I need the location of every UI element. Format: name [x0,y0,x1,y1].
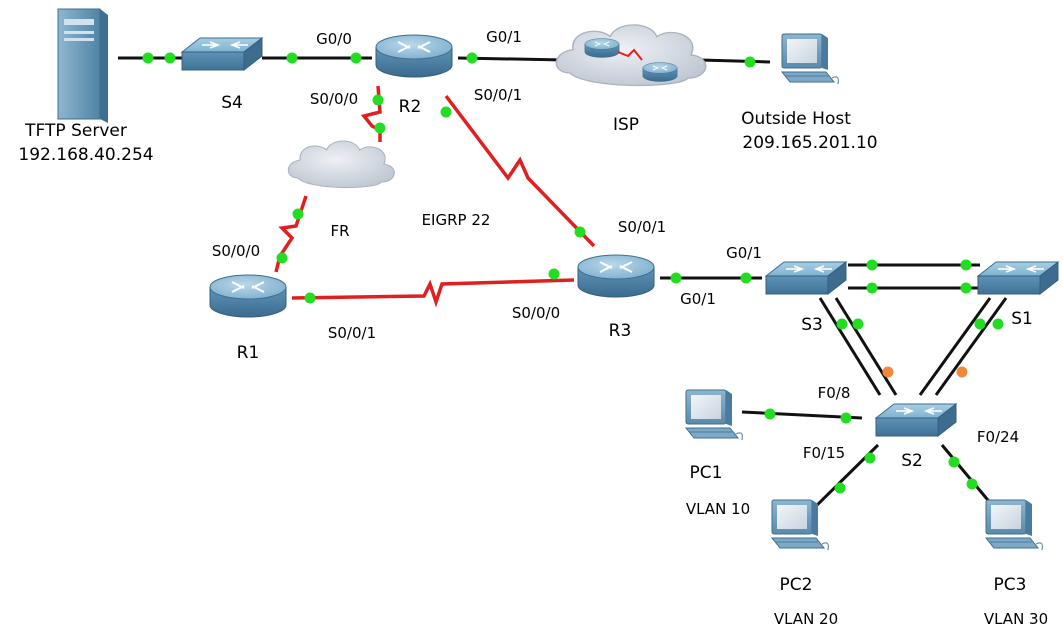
device-label-r2: R2 [399,97,422,117]
router-icon-r1[interactable] [209,274,287,318]
vlan-label-pc3: VLAN 30 [984,610,1048,628]
switch-icon-s1[interactable] [977,261,1059,295]
interface-label-r2-s0-0-0: S0/0/0 [310,90,358,108]
router-icon-r3[interactable] [577,254,655,298]
vlan-label-pc2: VLAN 20 [774,610,838,628]
device-label-pc1: PC1 [690,463,723,483]
switch-icon-s2[interactable] [875,403,957,437]
device-label-tftp-server: TFTP Server [24,121,127,141]
link-s1-s2-b [934,297,1008,396]
device-label-s3: S3 [801,315,823,335]
server-icon[interactable] [57,8,108,123]
vlan-label-pc1: VLAN 10 [686,500,750,518]
link-s3-s2-a [818,297,882,396]
link-lights [142,52,1004,494]
device-label-fr: FR [330,222,349,240]
device-label-pc2: PC2 [780,575,813,595]
ip-label-tftp-server: 192.168.40.254 [18,145,153,165]
device-label-s4: S4 [221,93,243,113]
link-s1-s2-a [918,297,992,396]
serial-link-r1-r3 [291,278,575,308]
interface-label-s2-f0-24: F0/24 [977,428,1019,446]
link-s3-s2-b [834,297,898,396]
blocked-port-lights [882,366,968,378]
interface-label-s3-g0-1: G0/1 [726,244,762,262]
interface-label-r2-g0-1: G0/1 [486,28,522,46]
device-label-pc3: PC3 [994,575,1027,595]
device-label-outside-host: Outside Host [741,109,851,129]
device-label-r1: R1 [237,343,260,363]
ip-label-outside-host: 209.165.201.10 [742,133,877,153]
interface-label-r2-s0-0-1: S0/0/1 [474,86,522,104]
link-s2-pc3 [940,444,994,506]
routing-protocol-label: EIGRP 22 [422,211,491,229]
serial-link-r2-fr [360,85,382,142]
device-label-isp: ISP [613,115,639,135]
router-icon-r2[interactable] [375,34,453,78]
interface-label-r2-g0-0: G0/0 [316,30,352,48]
pc-icon-pc1[interactable] [685,389,744,441]
interface-label-r1-s0-0-1: S0/0/1 [328,324,376,342]
device-label-r3: R3 [609,321,632,341]
interface-label-r3-s0-0-1: S0/0/1 [618,218,666,236]
interface-label-s2-f0-8: F0/8 [818,384,851,402]
labels: TFTP Server 192.168.40.254 S4 G0/0 G0/1 … [18,28,1048,628]
switch-icon-s4[interactable] [181,37,263,71]
pc-icon-pc3[interactable] [985,499,1044,551]
interface-label-s2-f0-15: F0/15 [803,444,845,462]
device-label-s2: S2 [901,451,923,471]
frame-relay-cloud-icon[interactable] [287,140,395,189]
pc-icon-outside-host[interactable] [781,33,840,85]
switch-icon-s3[interactable] [765,261,847,295]
interface-label-r1-s0-0-0: S0/0/0 [212,242,260,260]
isp-cloud-icon[interactable] [555,24,707,87]
device-label-s1: S1 [1011,309,1033,329]
interface-label-r3-s0-0-0: S0/0/0 [512,304,560,322]
serial-link-r2-r3 [444,94,596,248]
pc-icon-pc2[interactable] [771,499,830,551]
link-isp-outside-host [699,58,771,64]
interface-label-r3-g0-1: G0/1 [680,290,716,308]
